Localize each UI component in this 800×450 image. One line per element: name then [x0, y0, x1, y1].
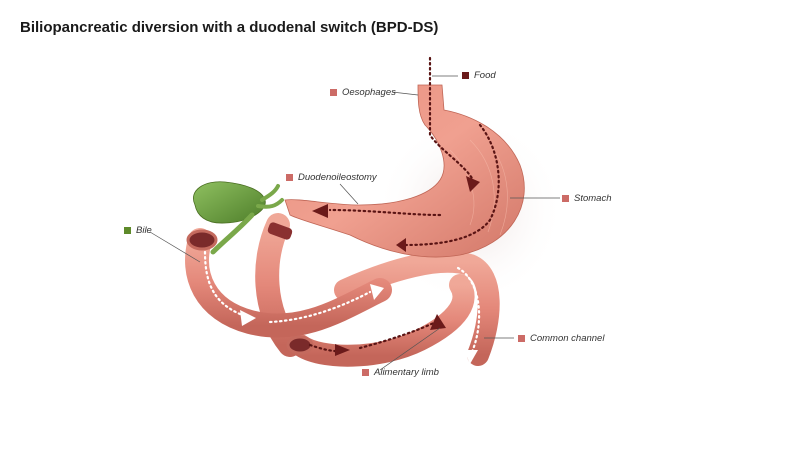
leader-lines	[149, 75, 560, 371]
label-duodenoileostomy-text: Duodenoileostomy	[298, 172, 377, 183]
label-stomach: Stomach	[562, 193, 612, 204]
alimentary-limb-opening	[286, 335, 314, 355]
bile-path	[203, 250, 481, 354]
food-arrow-4	[335, 344, 350, 356]
label-food: Food	[462, 70, 496, 81]
duodenum-cut	[267, 222, 293, 240]
food-arrow-1	[466, 176, 480, 192]
label-bile: Bile	[124, 225, 152, 236]
bile-arrow-3	[464, 350, 478, 364]
label-oesophages-text: Oesophages	[342, 87, 396, 98]
label-alimentary-limb: Alimentary limb	[362, 367, 439, 378]
label-food-text: Food	[474, 70, 496, 81]
food-arrow-3	[312, 204, 328, 218]
food-swatch	[462, 72, 469, 79]
page-title: Biliopancreatic diversion with a duodena…	[20, 19, 439, 36]
alimentary-limb	[289, 274, 475, 367]
bile-swatch	[124, 227, 131, 234]
common-channel-swatch	[518, 335, 525, 342]
label-alimentary-limb-text: Alimentary limb	[374, 367, 439, 378]
stomach-body	[284, 84, 525, 258]
label-common-channel-text: Common channel	[530, 333, 605, 344]
label-common-channel: Common channel	[518, 333, 604, 344]
label-duodenoileostomy: Duodenoileostomy	[286, 172, 377, 183]
label-bile-text: Bile	[136, 225, 152, 236]
common-channel-limb	[334, 250, 500, 366]
gallbladder	[193, 181, 284, 255]
food-arrow-2	[396, 238, 406, 252]
bile-arrow-2	[370, 284, 384, 300]
label-stomach-text: Stomach	[574, 193, 612, 204]
stomach-swatch	[562, 195, 569, 202]
bile-limb-opening	[186, 229, 218, 251]
oesophages-swatch	[330, 89, 337, 96]
duodenoileostomy-swatch	[286, 174, 293, 181]
bile-arrow-1	[240, 310, 256, 326]
bile-limb	[185, 228, 392, 338]
food-arrow-5	[430, 314, 446, 330]
label-oesophages: Oesophages	[330, 87, 396, 98]
alimentary-limb-swatch	[362, 369, 369, 376]
